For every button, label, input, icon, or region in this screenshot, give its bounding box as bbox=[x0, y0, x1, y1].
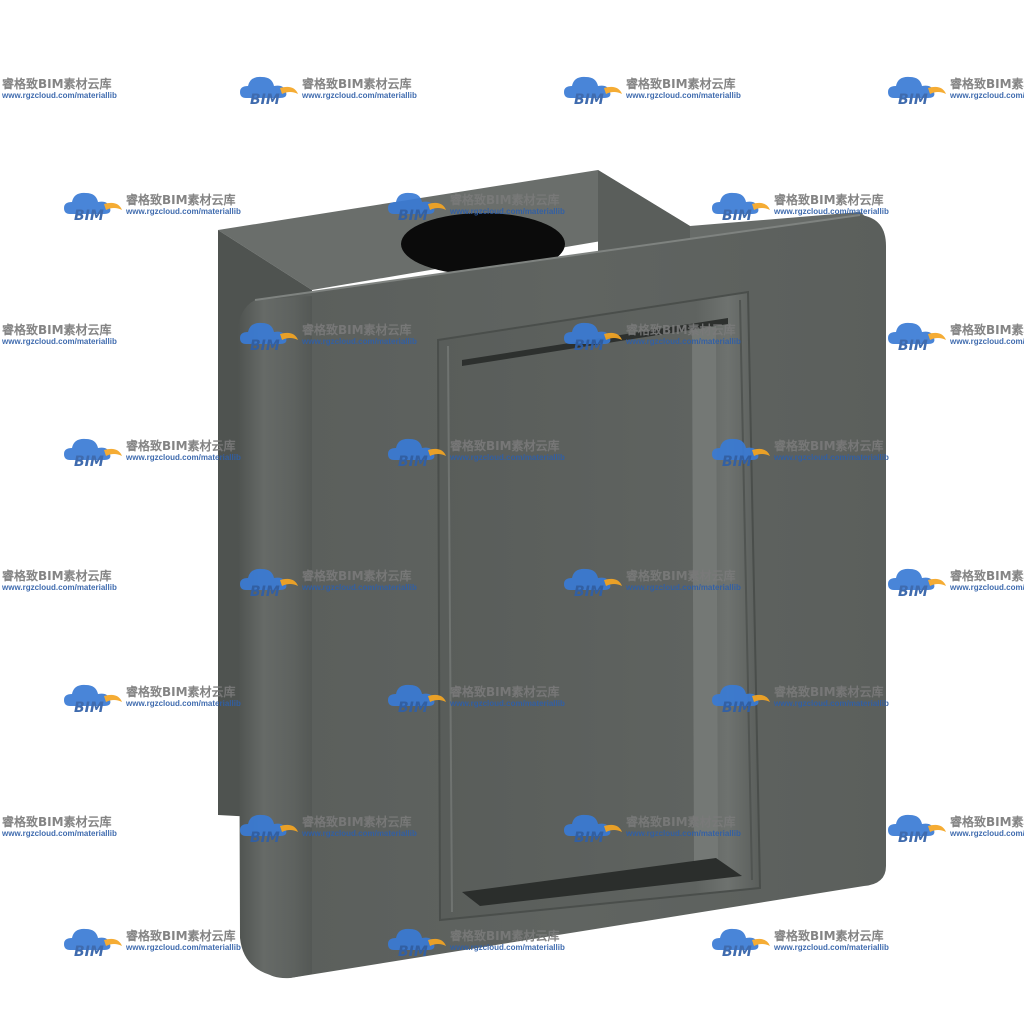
inner-panel-bottom-shadow bbox=[462, 858, 742, 906]
inner-panel-highlight bbox=[692, 326, 718, 864]
knuckle-roll bbox=[237, 296, 312, 978]
inner-panel bbox=[436, 290, 762, 922]
pin-hole bbox=[401, 213, 565, 275]
